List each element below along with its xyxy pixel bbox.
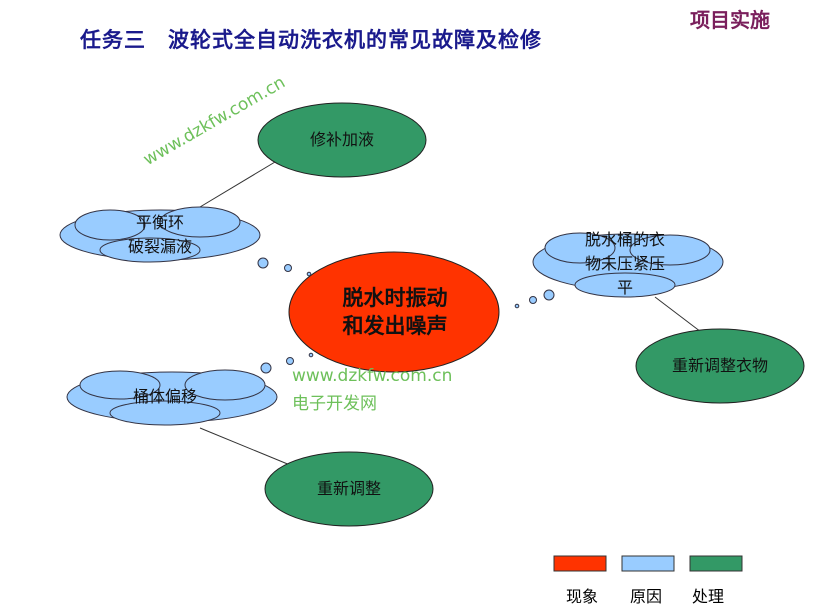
fix-ellipse bbox=[635, 328, 805, 404]
cause-line: 破裂漏液 bbox=[127, 237, 192, 256]
watermark-name: 电子开发网 bbox=[292, 394, 377, 414]
symptom-label: 脱水时振动和发出噪声 bbox=[320, 284, 470, 340]
fix-ellipse bbox=[257, 102, 427, 178]
symptom-line: 和发出噪声 bbox=[342, 313, 448, 338]
legend-swatch-cause bbox=[621, 555, 675, 572]
cause-line: 脱水桶的衣 bbox=[584, 230, 665, 249]
connector-line bbox=[654, 296, 706, 336]
symptom-line: 脱水时振动 bbox=[342, 285, 448, 310]
fix-ellipse bbox=[264, 451, 434, 527]
legend-label-fix: 处理 bbox=[692, 587, 725, 606]
cause-cloud bbox=[66, 369, 278, 426]
cause-cloud bbox=[59, 206, 261, 263]
legend-swatch-symptom bbox=[553, 555, 607, 572]
fix-label: 重新调整衣物 bbox=[671, 356, 768, 375]
watermark-url: www.dzkfw.com.cn bbox=[292, 366, 453, 386]
symptom-ellipse bbox=[288, 251, 500, 373]
legend-label-symptom: 现象 bbox=[566, 587, 599, 606]
cause-line: 物未压紧压 bbox=[584, 254, 665, 273]
cause-label: 脱水桶的衣物未压紧压平 bbox=[560, 228, 690, 300]
fix-label: 修补加液 bbox=[309, 130, 374, 149]
cause-cloud bbox=[532, 232, 724, 298]
page-title: 任务三 波轮式全自动洗衣机的常见故障及检修 bbox=[80, 27, 542, 52]
connector-line bbox=[199, 427, 291, 466]
cause-label: 桶体偏移 bbox=[132, 387, 197, 406]
cause-label: 平衡环破裂漏液 bbox=[110, 211, 210, 259]
legend-swatch-fix bbox=[689, 555, 743, 572]
cause-line: 平 bbox=[616, 278, 633, 297]
section-label: 项目实施 bbox=[690, 8, 770, 32]
connector-line bbox=[194, 161, 276, 211]
fix-label: 重新调整 bbox=[316, 479, 381, 498]
legend-label-cause: 原因 bbox=[630, 587, 663, 606]
cause-line: 平衡环 bbox=[135, 213, 184, 232]
